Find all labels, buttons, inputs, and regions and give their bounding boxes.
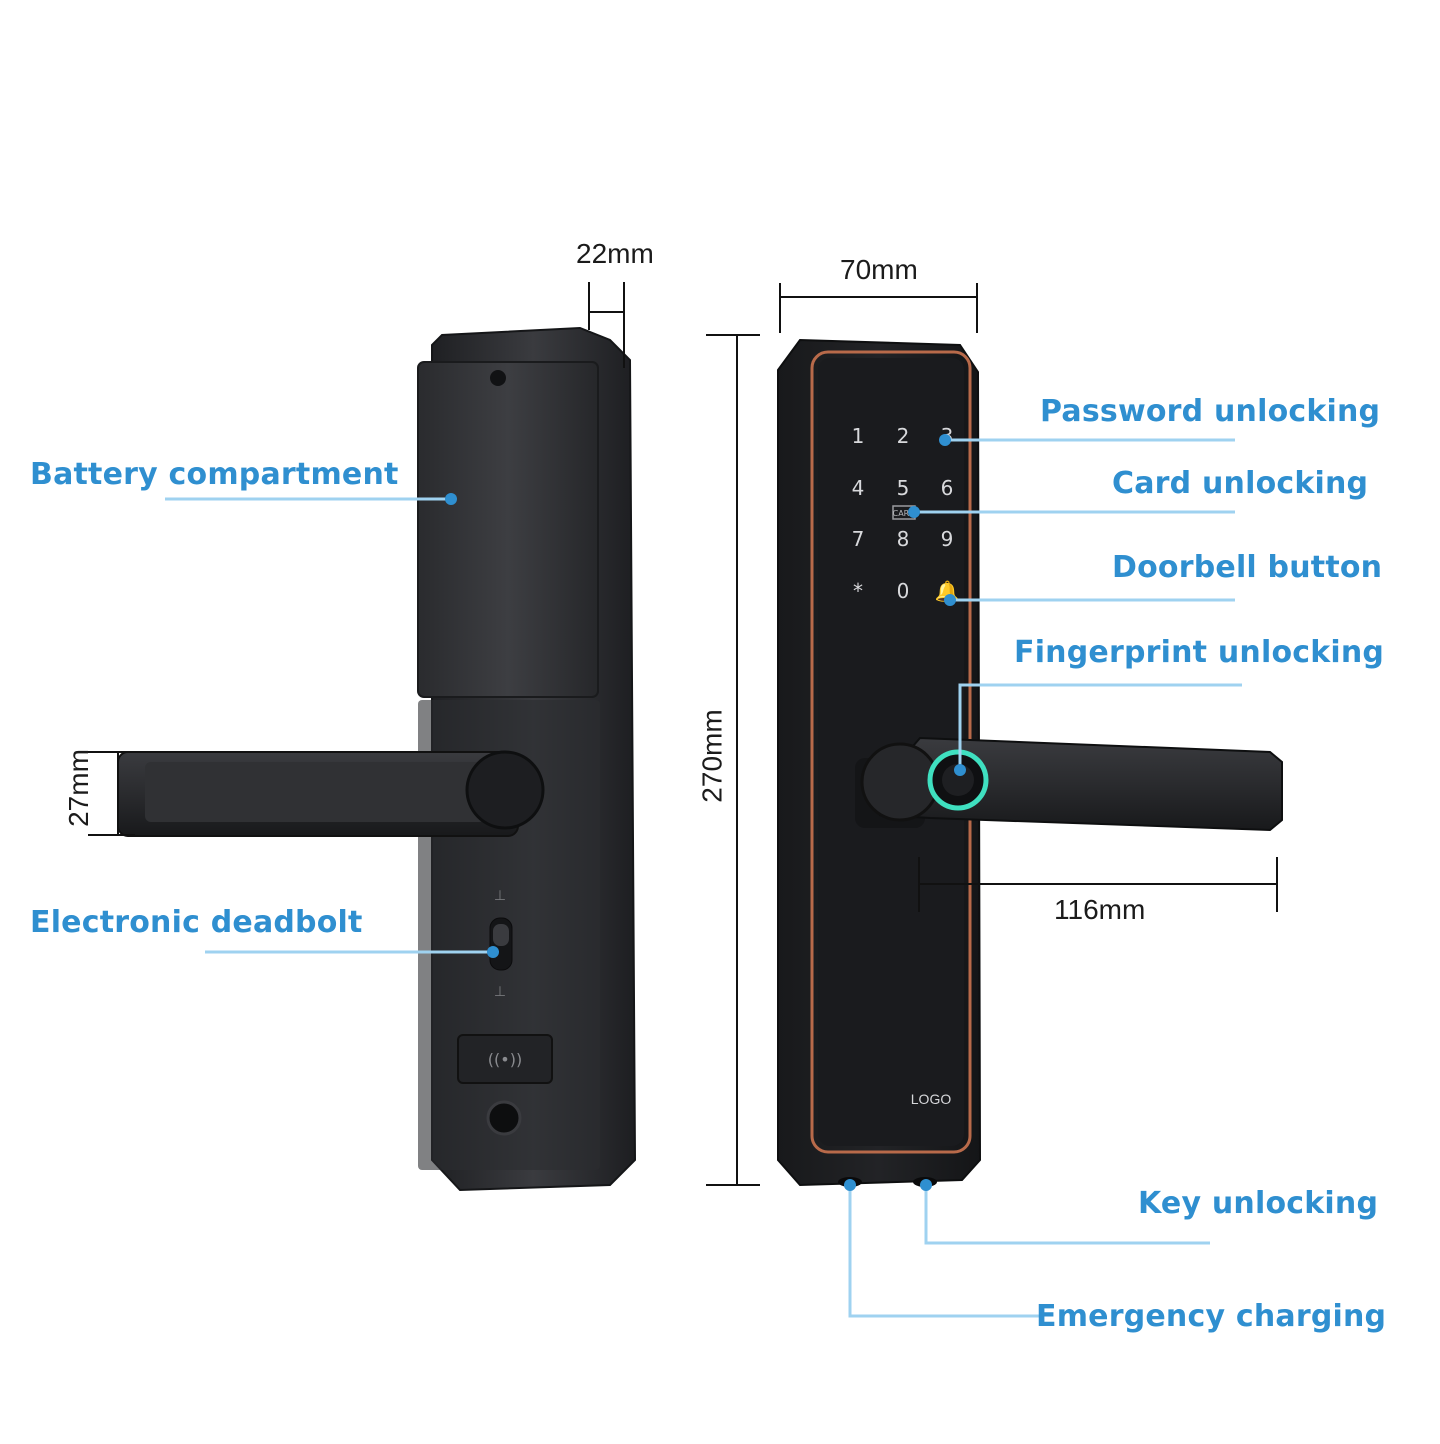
keypad-key: 1 (852, 424, 865, 448)
keypad-key: 8 (897, 527, 910, 551)
doorbell-button-label: Doorbell button (1112, 550, 1383, 585)
back-panel: ⊥ ⊥ ((•)) (117, 326, 637, 1192)
back-keyhole-icon (486, 1100, 522, 1136)
keypad-key: 4 (852, 476, 865, 500)
height-dimension: 270mm (696, 709, 728, 803)
handle-length-dimension: 116mm (1054, 894, 1146, 925)
handle-height-dimension: 27mm (62, 749, 94, 827)
card-unlocking-label: Card unlocking (1112, 466, 1369, 501)
keypad-key: 9 (941, 527, 954, 551)
nfc-icon: ((•)) (488, 1050, 522, 1069)
battery-cover (417, 361, 599, 698)
electronic-deadbolt-label: Electronic deadbolt (30, 905, 363, 940)
password-unlocking-label: Password unlocking (1040, 394, 1381, 429)
svg-text:⊥: ⊥ (494, 984, 506, 1000)
leader-lines (165, 438, 1242, 1318)
keypad-key: 0 (897, 579, 910, 603)
keypad-key: 7 (852, 527, 865, 551)
deadbolt-switch: ⊥ ⊥ (489, 888, 513, 1000)
front-panel: 123456789*0🔔 CARD LOGO (777, 338, 1283, 1187)
key-unlocking-label: Key unlocking (1138, 1186, 1379, 1221)
emergency-charging-label: Emergency charging (1036, 1299, 1387, 1334)
thickness-dimension: 22mm (576, 238, 654, 269)
front-logo: LOGO (911, 1091, 952, 1107)
back-handle (117, 750, 545, 837)
front-handle (855, 736, 1283, 832)
width-dimension: 70mm (840, 254, 918, 285)
dimension-lines (88, 282, 1278, 1186)
keypad-key: 5 (897, 476, 910, 500)
card-mark: CARD (893, 509, 916, 518)
nfc-plate: ((•)) (457, 1034, 553, 1084)
fingerprint-unlocking-label: Fingerprint unlocking (1014, 635, 1385, 670)
svg-text:⊥: ⊥ (494, 888, 506, 904)
cover-screw-icon (490, 370, 506, 386)
keypad: 123456789*0🔔 (852, 424, 960, 603)
keypad-key: * (853, 579, 863, 603)
callout-dots (445, 434, 966, 1191)
keypad-key: 6 (941, 476, 954, 500)
battery-compartment-label: Battery compartment (30, 457, 399, 492)
keypad-key: 2 (897, 424, 910, 448)
